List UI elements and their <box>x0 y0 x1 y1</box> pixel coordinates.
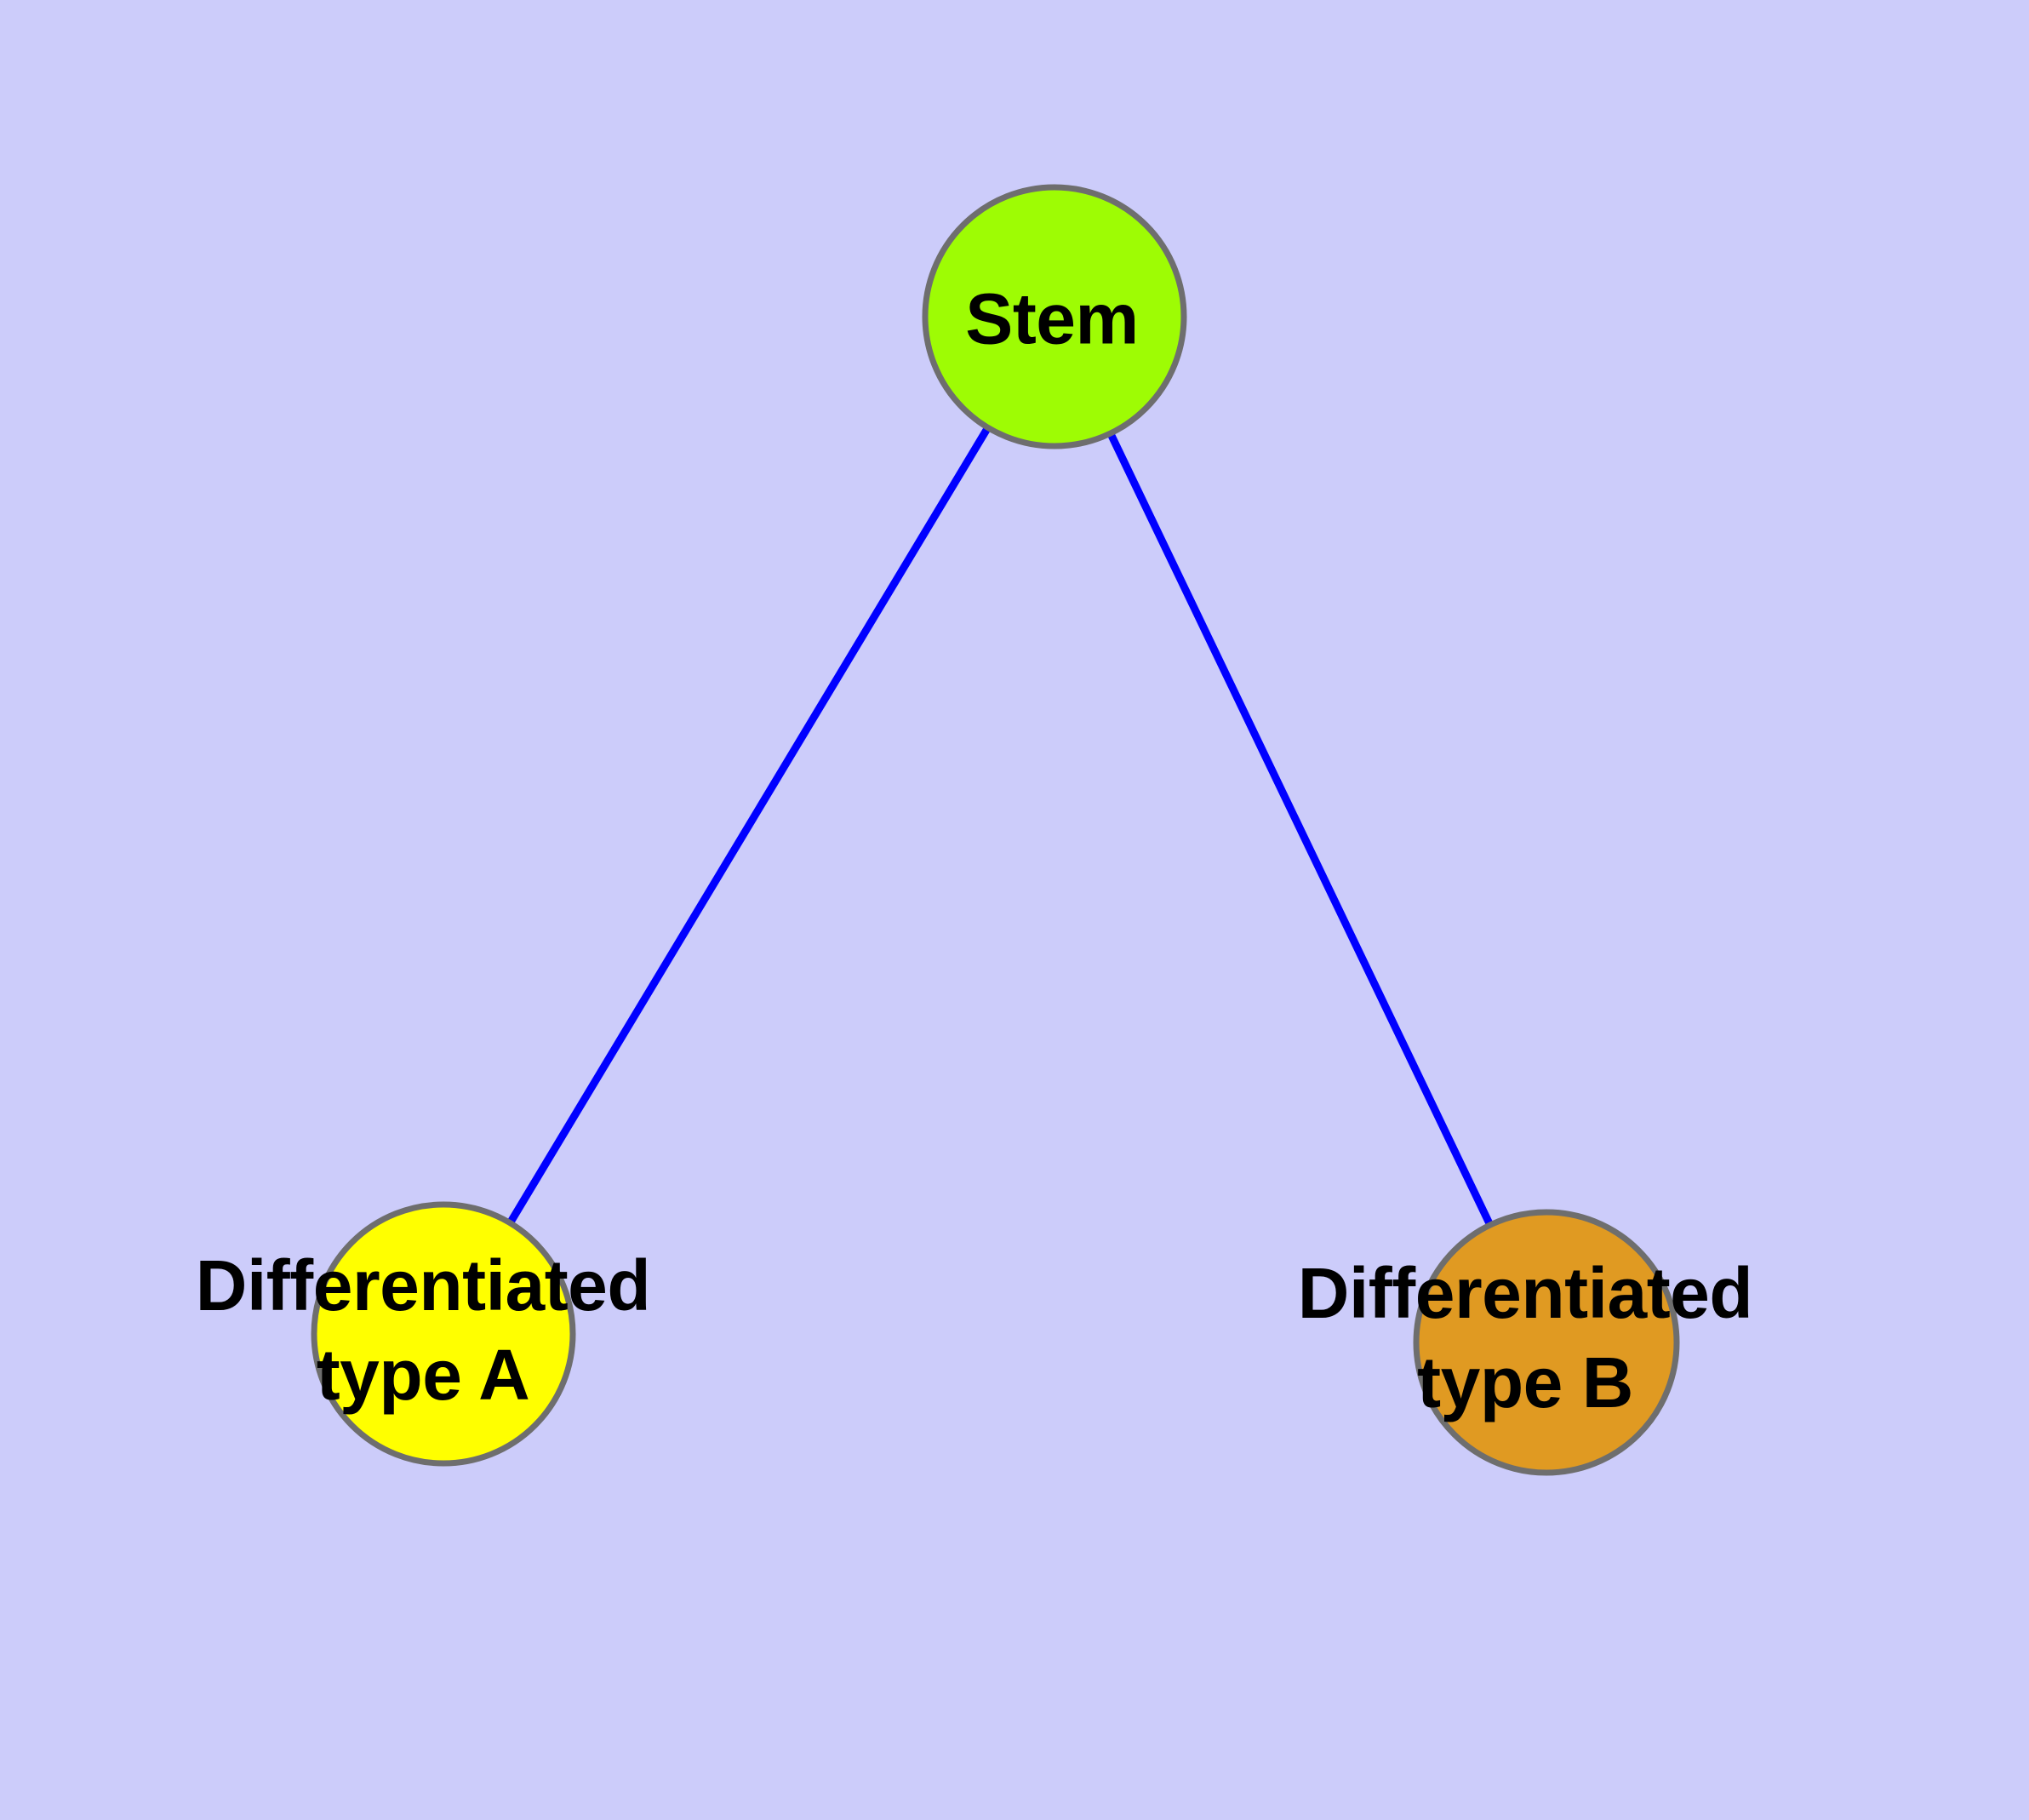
node-diff-a[interactable] <box>311 1201 576 1467</box>
edge-stem-to-diff-a <box>440 314 1058 1336</box>
node-stem[interactable] <box>922 184 1187 449</box>
node-diff-b[interactable] <box>1413 1209 1680 1476</box>
edge-stem-to-diff-b <box>1050 315 1551 1344</box>
nodes-layer <box>311 184 1680 1476</box>
edges-layer <box>440 314 1551 1344</box>
